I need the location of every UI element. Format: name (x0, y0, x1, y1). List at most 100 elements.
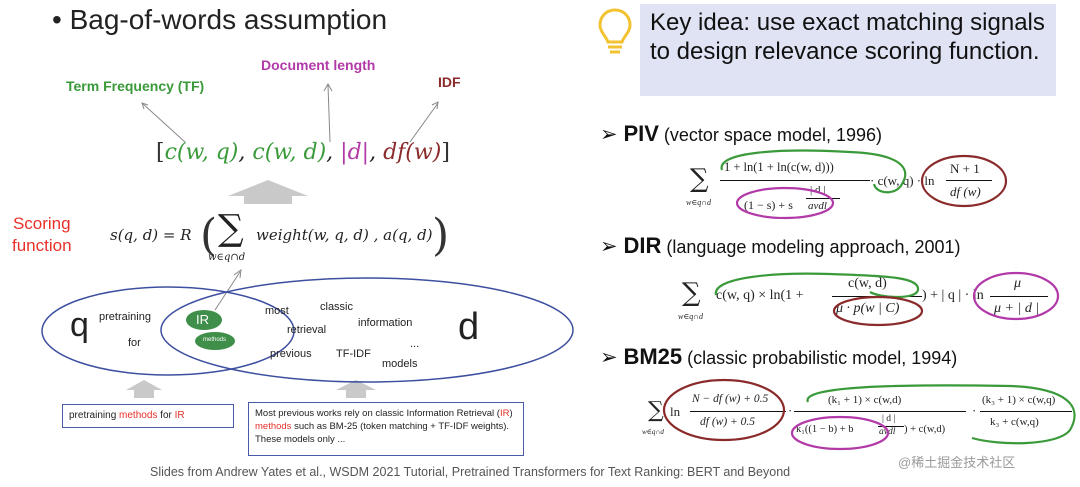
bm25-c-line (980, 411, 1072, 412)
formula-sum-sub: w∈q∩d (208, 252, 246, 263)
piv-frac-line (720, 180, 870, 181)
dir-r-line (990, 296, 1048, 297)
bullet-dot: • (52, 4, 70, 35)
formula-paren-close: ) (432, 210, 450, 261)
formula-body: weight(w, q, d) , a(q, d) (256, 226, 433, 244)
scoring-formula: s(q, d) = R (110, 226, 192, 244)
q-letter: q (70, 306, 89, 344)
model-desc: (vector space model, 1996) (658, 125, 883, 145)
diagram-arrows (41, 82, 574, 398)
d-word: retrieval (287, 324, 327, 336)
dir-r-den: μ + | d | (994, 301, 1040, 316)
bm25-b-num: (k₁ + 1) × c(w,d) (828, 394, 902, 406)
model-heading-piv: ➢ PIV (vector space model, 1996) (600, 121, 882, 147)
d-word: ... (410, 338, 420, 350)
vec-cwq: c(w, q) (164, 140, 239, 165)
key-idea-text: Key idea: use exact matching signals to … (650, 9, 1045, 65)
piv-den-frac-den: avdl (808, 200, 827, 212)
d-word: TF-IDF (336, 348, 371, 360)
box-methods: methods (119, 410, 158, 421)
model-desc: (language modeling approach, 2001) (661, 237, 961, 257)
dir-pre: c(w, q) × ln(1 + (716, 288, 804, 303)
bullet-title-text: Bag-of-words assumption (69, 4, 388, 35)
d-word: previous (270, 348, 312, 360)
model-heading-bm25: ➢ BM25 (classic probabilistic model, 199… (600, 344, 957, 370)
piv-den-frac-line (806, 198, 840, 199)
slide-credit: Slides from Andrew Yates et al., WSDM 20… (150, 465, 791, 479)
bm25-ln: ln (670, 404, 681, 419)
bm25-a-num: N − df (w) + 0.5 (692, 393, 769, 405)
box-text: ) (509, 408, 513, 419)
scoring-label-line1: Scoring (12, 214, 71, 233)
label-idf: IDF (438, 74, 461, 90)
scoring-function-label: Scoring function (12, 213, 72, 257)
piv-idf-den: df (w) (950, 184, 981, 199)
piv-idf-num: N + 1 (950, 161, 980, 176)
formula-sum-icon: ∑ (218, 208, 244, 249)
bm25-dot: · (788, 403, 793, 418)
d-word: models (382, 358, 418, 370)
piv-mid: · c(w, q) · ln (870, 173, 935, 188)
bm25-c-den: k₃ + c(w,q) (990, 416, 1039, 428)
box-text: such as BM-25 (token matching + TF-IDF w… (255, 421, 510, 445)
vec-cwd: c(w, d) (252, 140, 327, 165)
methods-badge: methods (203, 337, 227, 343)
dir-frac-num: c(w, d) (848, 276, 887, 291)
box-text: Most previous works rely on classic Info… (255, 408, 500, 419)
d-word: most (265, 305, 289, 317)
bm25-sum-icon: ∑ (648, 398, 664, 423)
q-word: pretraining (99, 311, 151, 323)
bracket-open: [ (156, 140, 165, 165)
d-letter: d (458, 306, 480, 348)
box-text: pretraining (69, 410, 120, 421)
label-tf: Term Frequency (TF) (66, 78, 205, 94)
watermark: @稀土掘金技术社区 (898, 455, 1016, 470)
dir-frac-den: μ · p(w | C) (836, 301, 900, 316)
piv-den-a: (1 − s) + s (744, 198, 793, 212)
box-ir: IR (499, 408, 510, 419)
formula-paren-open: ( (200, 210, 218, 261)
bm25-c-num: (k₃ + 1) × c(w,q) (982, 394, 1056, 406)
bm25-dot: · (972, 403, 977, 418)
bm25-b-den-a: k₁((1 − b) + b (796, 424, 854, 435)
dir-sum-sub: w∈q∩d (678, 312, 704, 321)
box-methods: methods (255, 421, 292, 432)
dir-mid: ) + | q | · ln (922, 288, 984, 303)
previous-works-box: Most previous works rely on classic Info… (248, 402, 524, 456)
d-word: information (358, 317, 413, 329)
arrow-bullet-icon: ➢ (600, 235, 624, 258)
model-heading-dir: ➢ DIR (language modeling approach, 2001) (600, 233, 961, 259)
arrow-bullet-icon: ➢ (600, 346, 624, 369)
piv-num: 1 + ln(1 + ln(c(w, d))) (724, 160, 834, 174)
vec-dfw: df(w) (383, 140, 442, 165)
bm25-b-frac-num: | d | (882, 414, 896, 424)
model-name: PIV (623, 121, 659, 146)
bm25-a-den: df (w) + 0.5 (700, 416, 756, 428)
ir-badge: IR (196, 312, 209, 327)
model-name: BM25 (623, 344, 683, 369)
vec-comma: , (238, 140, 253, 165)
bracket-close: ] (441, 140, 450, 165)
dir-sum-icon: ∑ (682, 278, 701, 308)
piv-sum-icon: ∑ (690, 164, 709, 194)
d-word: classic (320, 301, 354, 313)
box-text: for (157, 410, 175, 421)
scoring-label-line2: function (12, 236, 72, 255)
bm25-sum-sub: w∈q∩d (642, 428, 664, 436)
piv-sum-sub: w∈q∩d (686, 198, 712, 207)
vec-comma: , (326, 140, 341, 165)
arrow-bullet-icon: ➢ (600, 123, 624, 146)
label-doc-length: Document length (261, 57, 376, 73)
bm25-b-frac-line (878, 426, 904, 427)
piv-idf-line (946, 180, 992, 181)
vec-len-d: |d| (340, 140, 370, 165)
vec-comma: , (369, 140, 384, 165)
model-name: DIR (623, 233, 662, 258)
bm25-a-line (690, 411, 786, 412)
feature-vector: [c(w, q), c(w, d), |d|, df(w)] (156, 140, 450, 165)
pretraining-box: pretraining methods for IR (62, 404, 234, 428)
bullet-title: • Bag-of-words assumption (52, 4, 387, 36)
box-ir: IR (174, 410, 185, 421)
q-word: for (128, 337, 141, 349)
